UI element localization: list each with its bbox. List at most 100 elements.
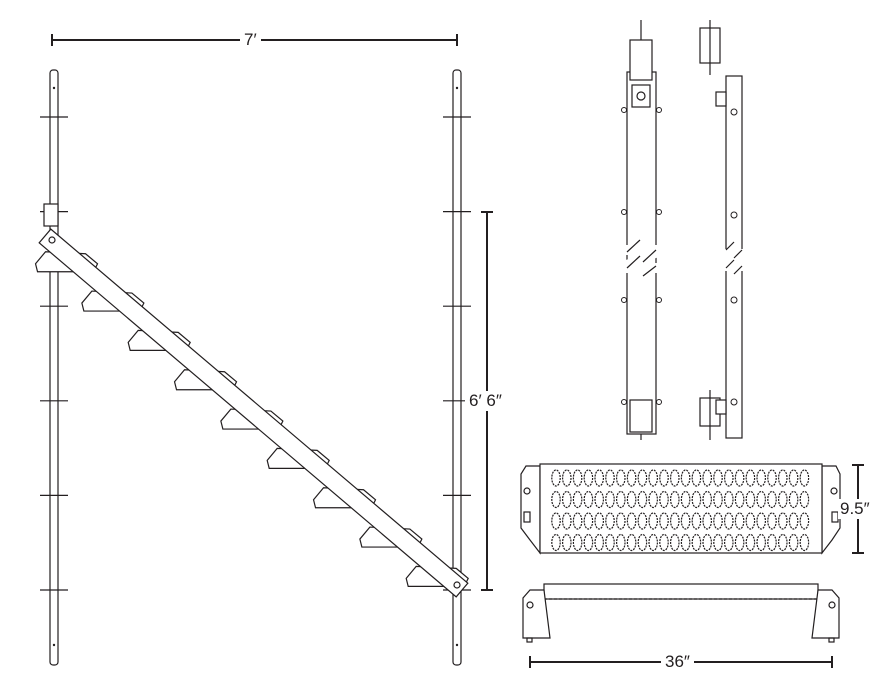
tread-hole <box>572 490 583 509</box>
tread-hole <box>659 533 669 552</box>
tread-hole <box>799 469 810 487</box>
stair-stringer <box>34 203 469 598</box>
tread-hole <box>583 533 594 552</box>
tread-hole <box>799 512 810 530</box>
tread-hole <box>605 533 615 552</box>
tread-hole <box>626 533 637 552</box>
tread-hole <box>713 490 723 509</box>
tread-hole <box>561 469 572 487</box>
tread-hole <box>551 512 561 530</box>
tread-hole <box>561 490 572 509</box>
tread-hole <box>767 533 777 552</box>
tread-hole <box>734 533 745 552</box>
tread-hole <box>777 533 788 552</box>
tread-hole <box>723 469 734 487</box>
tread-hole <box>788 533 799 552</box>
tread-hole <box>680 533 691 552</box>
tread-hole <box>788 469 799 487</box>
tread-hole <box>788 490 799 509</box>
tread-hole <box>626 490 637 509</box>
tread-hole <box>745 533 756 552</box>
tread-hole <box>637 490 648 509</box>
tread-hole <box>756 512 766 530</box>
tread-hole <box>723 533 734 552</box>
tread-hole <box>551 469 561 487</box>
tread-hole <box>605 469 615 487</box>
tread-hole <box>680 490 691 509</box>
tread-hole <box>626 469 637 487</box>
tread-hole <box>756 490 766 509</box>
tread-hole <box>745 512 756 530</box>
tread-hole <box>659 469 669 487</box>
tread-hole <box>723 490 734 509</box>
tread-hole <box>777 512 788 530</box>
tread-hole <box>605 490 615 509</box>
tread-hole <box>648 533 658 552</box>
tread-hole <box>605 512 615 530</box>
tread-hole <box>669 490 680 509</box>
tread-hole <box>767 469 777 487</box>
tread-hole <box>551 533 561 552</box>
tread-hole <box>637 469 648 487</box>
tread-width-label: 36″ <box>661 652 694 672</box>
tread-hole <box>572 533 583 552</box>
tread-hole <box>691 533 702 552</box>
tread-hole <box>702 533 712 552</box>
tread-hole <box>777 490 788 509</box>
tread-hole <box>680 469 691 487</box>
tread-hole <box>713 469 723 487</box>
tread-hole <box>594 469 604 487</box>
tread-hole <box>799 533 810 552</box>
tread-hole <box>594 533 604 552</box>
tread-hole <box>561 512 572 530</box>
tread-hole <box>777 469 788 487</box>
tread-hole <box>691 512 702 530</box>
tread-hole <box>691 469 702 487</box>
tread-hole <box>799 490 810 509</box>
tread-hole <box>767 490 777 509</box>
tread-hole <box>669 512 680 530</box>
tread-hole <box>561 533 572 552</box>
tread-hole <box>583 490 594 509</box>
tread-hole <box>572 512 583 530</box>
tread-hole <box>756 533 766 552</box>
tread-hole <box>669 469 680 487</box>
tread-hole <box>745 469 756 487</box>
tread-hole <box>702 490 712 509</box>
tread-hole <box>594 512 604 530</box>
tread-depth-label: 9.5″ <box>838 499 872 519</box>
right-post <box>443 69 471 666</box>
tread-side-view <box>522 583 840 643</box>
tread-hole <box>659 490 669 509</box>
tread-hole <box>659 512 669 530</box>
left-post <box>40 69 68 666</box>
tread-hole <box>680 512 691 530</box>
tread-hole <box>669 533 680 552</box>
tread-top-view <box>520 463 841 555</box>
tread-hole <box>734 490 745 509</box>
tread-hole <box>691 490 702 509</box>
tread-hole <box>648 469 658 487</box>
stringer-beam <box>38 228 469 598</box>
tread-hole <box>713 512 723 530</box>
width-label: 7′ <box>240 30 261 50</box>
tread-hole <box>637 533 648 552</box>
tread-hole <box>583 469 594 487</box>
tread-hole <box>756 469 766 487</box>
rail-side-view <box>699 20 750 440</box>
tread-hole <box>551 490 561 509</box>
tread-hole <box>583 512 594 530</box>
rail-front-view <box>618 20 664 440</box>
tread-hole <box>734 469 745 487</box>
tread-hole <box>745 490 756 509</box>
tread-hole <box>734 512 745 530</box>
tread-hole <box>615 490 626 509</box>
tread-hole <box>594 490 604 509</box>
tread-hole <box>572 469 583 487</box>
tread-hole <box>723 512 734 530</box>
tread-hole <box>615 512 626 530</box>
tread-hole <box>615 533 626 552</box>
tread-hole <box>648 490 658 509</box>
height-label: 6′ 6″ <box>465 391 506 411</box>
